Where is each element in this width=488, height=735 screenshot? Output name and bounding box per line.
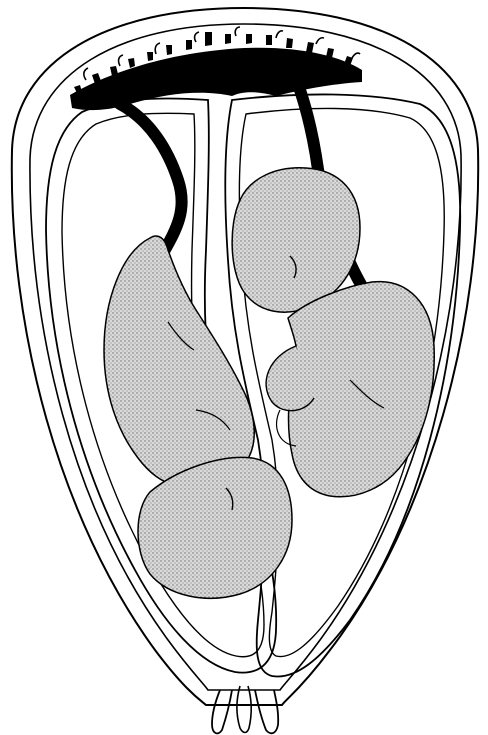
cervix: [212, 686, 278, 733]
right-fetus: [232, 168, 434, 497]
placenta: [70, 27, 362, 110]
